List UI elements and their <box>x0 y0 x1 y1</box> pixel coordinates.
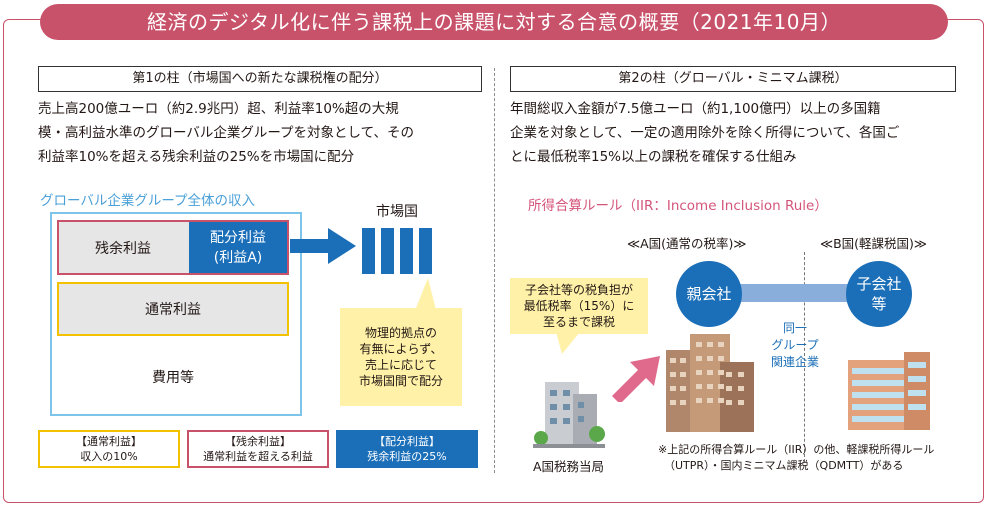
country-border-line <box>804 252 805 462</box>
allocation-note-bubble: 物理的拠点の 有無によらず、 売上に応じて 市場国間で配分 <box>340 308 462 406</box>
parent-company-circle: 親会社 <box>676 261 742 327</box>
pillar1-heading: 第1の柱（市場国への新たな課税権の配分） <box>38 66 482 92</box>
legend-allocated-profit: 【配分利益】 残余利益の25% <box>336 430 478 468</box>
footnote-line: ※上記の所得合算ルール（IIR）の他、軽課税所得ルール <box>658 443 935 456</box>
bubble-line: 子会社等の税負担が <box>524 283 633 297</box>
legend-label: 【通常利益】 <box>76 435 142 448</box>
expenses-label: 費用等 <box>152 370 194 386</box>
footnote-line: （UTPR）・国内ミニマム課税（QDMTT）がある <box>664 459 904 472</box>
legend-desc: 残余利益の25% <box>367 450 447 463</box>
bubble-line: 有無によらず、 <box>359 342 443 356</box>
footnote: ※上記の所得合算ルール（IIR）の他、軽課税所得ルール （UTPR）・国内ミニマ… <box>658 442 958 474</box>
bubble-tail <box>556 332 580 354</box>
parent-buildings-icon <box>666 334 754 432</box>
page-title: 経済のデジタル化に伴う課税上の課題に対する合意の概要（2021年10月） <box>40 4 948 40</box>
group-link-bar <box>728 284 868 302</box>
country-a-label: ≪A国(通常の税率)≫ <box>627 236 747 251</box>
group-line: 関連企業 <box>770 355 819 369</box>
pillar1-desc-line: 模・高利益水準のグローバル企業グループを対象として、その <box>38 125 414 141</box>
tax-authority-label: A国税務当局 <box>533 459 605 474</box>
normal-profit-box: 通常利益 <box>57 282 289 336</box>
bubble-line: 売上に応じて <box>364 358 437 372</box>
pillar1-desc-line: 売上高200億ユーロ（約2.9兆円）超、利益率10%超の大規 <box>38 101 399 117</box>
legend-label: 【残余利益】 <box>225 435 291 448</box>
bubble-line: 市場国間で配分 <box>358 374 443 388</box>
subsidiary-circle: 子会社 等 <box>846 261 912 327</box>
allocated-profit-sublabel: (利益A) <box>213 249 263 266</box>
legend-desc: 通常利益を超える利益 <box>203 450 313 463</box>
pillar2-heading: 第2の柱（グローバル・ミニマム課税） <box>510 66 956 92</box>
legend-label: 【配分利益】 <box>374 435 440 448</box>
column-divider <box>494 68 495 473</box>
subsidiary-building-icon <box>848 352 930 430</box>
pillar1-description: 売上高200億ユーロ（約2.9兆円）超、利益率10%超の大規 模・高利益水準のグ… <box>38 97 488 169</box>
allocated-profit-box: 配分利益 (利益A) <box>189 222 287 273</box>
subsidiary-sublabel: 等 <box>871 295 887 313</box>
taxation-note-bubble: 子会社等の税負担が 最低税率（15%）に 至るまで課税 <box>510 278 648 334</box>
taxation-arrow <box>612 356 660 402</box>
bubble-line: 至るまで課税 <box>542 315 615 329</box>
residual-profit-label: 残余利益 <box>95 240 151 257</box>
pillar2-desc-line: 年間総収入金額が7.5億ユーロ（約1,100億円）以上の多国籍 <box>510 101 881 117</box>
market-country-bars-icon <box>362 228 432 274</box>
pillar2-desc-line: とに最低税率15%以上の課税を確保する仕組み <box>510 149 797 165</box>
tax-authority-building-icon <box>533 382 605 448</box>
bubble-line: 物理的拠点の <box>364 326 437 340</box>
allocation-arrow <box>290 228 356 264</box>
legend-desc: 収入の10% <box>80 450 138 463</box>
pillar2-desc-line: 企業を対象として、一定の適用除外を除く所得について、各国ご <box>510 125 900 141</box>
group-line: グループ <box>771 338 819 352</box>
iir-title: 所得合算ルール（IIR：Income Inclusion Rule） <box>528 198 828 214</box>
subsidiary-label: 子会社 <box>856 275 902 293</box>
pillar2-description: 年間総収入金額が7.5億ユーロ（約1,100億円）以上の多国籍 企業を対象として… <box>510 97 970 169</box>
same-group-label: 同一 グループ 関連企業 <box>762 320 828 371</box>
market-country-label: 市場国 <box>376 204 418 220</box>
country-b-label: ≪B国(軽課税国)≫ <box>820 236 928 251</box>
pillar1-desc-line: 利益率10%を超える残余利益の25%を市場国に配分 <box>38 149 355 165</box>
group-revenue-title: グローバル企業グループ全体の収入 <box>40 193 256 209</box>
legend-normal-profit: 【通常利益】 収入の10% <box>38 430 180 468</box>
bubble-line: 最低税率（15%）に <box>523 299 635 313</box>
legend-residual-profit: 【残余利益】 通常利益を超える利益 <box>187 430 329 468</box>
group-line: 同一 <box>782 321 807 335</box>
allocated-profit-label: 配分利益 <box>210 229 266 246</box>
